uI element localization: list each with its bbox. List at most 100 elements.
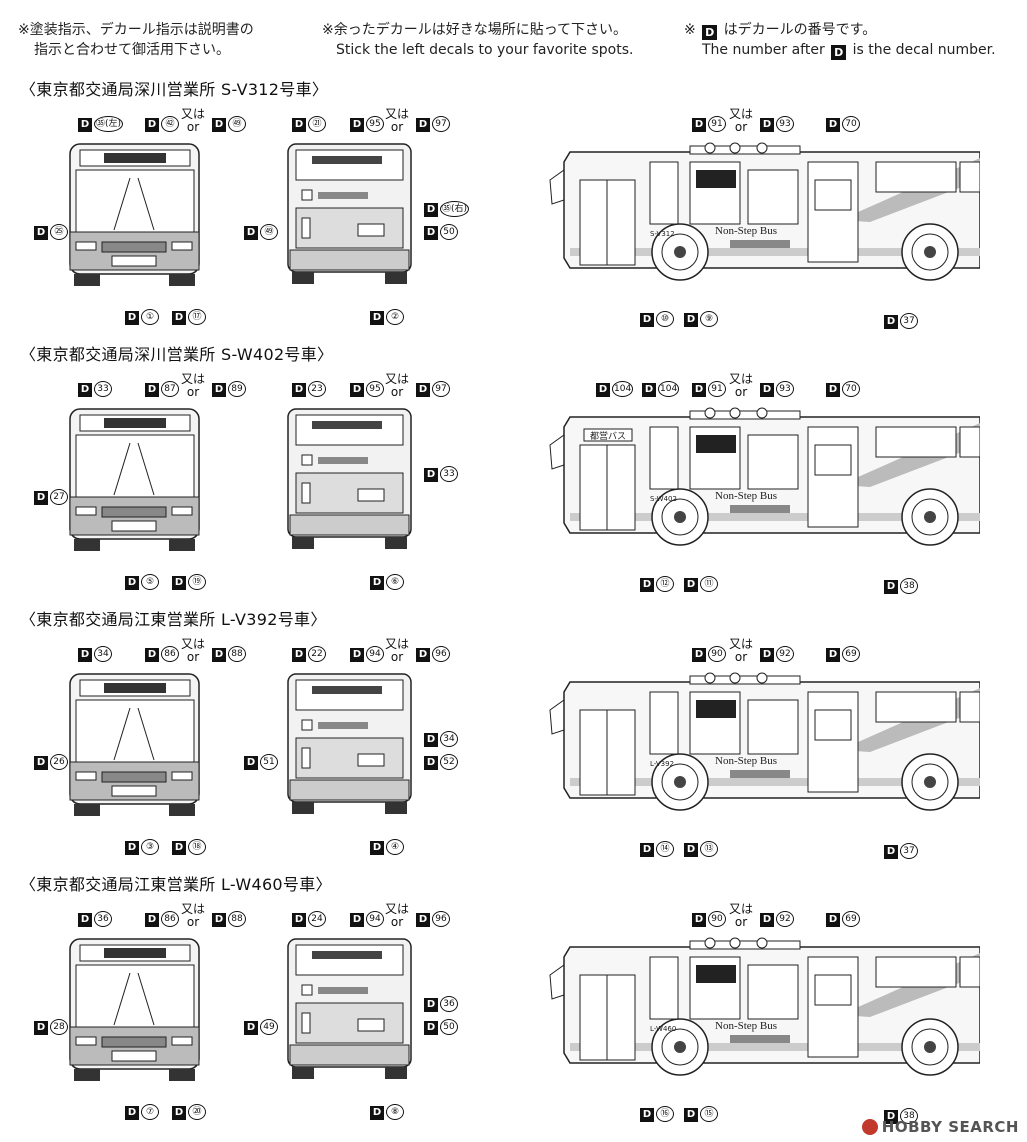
- bus-front-drawing: [69, 938, 200, 1081]
- decal-number: 28: [50, 1019, 68, 1035]
- decal-d-icon: D: [370, 576, 384, 590]
- decal-number: 95: [366, 116, 384, 132]
- decal-number: 86: [161, 646, 179, 662]
- decal-d-icon: D: [145, 913, 159, 927]
- decal-d-icon: D: [684, 1108, 698, 1122]
- decal-d-icon: D: [424, 733, 438, 747]
- decal-d-icon: D: [292, 383, 306, 397]
- decal-d-icon: D: [34, 756, 48, 770]
- decal-d-icon: D: [826, 913, 840, 927]
- decal-number: 91: [708, 116, 726, 132]
- section-title: 〈東京都交通局江東営業所 L-W460号車〉: [20, 875, 332, 894]
- decal-number: ㉟(右): [440, 201, 470, 217]
- decal-d-icon: D: [640, 843, 654, 857]
- decal-number: 37: [900, 843, 918, 859]
- decal-d-icon: D: [172, 841, 186, 855]
- decal-number: ⑬: [700, 841, 718, 857]
- nonstep-bus-text: Non-Step Bus: [715, 755, 777, 767]
- decal-d-icon: D: [760, 648, 774, 662]
- note-leftover-en: Stick the left decals to your favorite s…: [336, 42, 634, 58]
- decal-number: 86: [161, 911, 179, 927]
- decal-number: 51: [260, 754, 278, 770]
- decal-d-icon: D: [125, 1106, 139, 1120]
- bus-front-drawing: [69, 408, 200, 551]
- decal-d-icon: D: [884, 580, 898, 594]
- fleet-number-text: S-W402: [650, 495, 677, 503]
- decal-number: 26: [50, 754, 68, 770]
- decal-number: ⑯: [656, 1106, 674, 1122]
- decal-d-icon: D: [350, 383, 364, 397]
- decal-d-icon: D: [684, 313, 698, 327]
- decal-d-icon: D: [642, 383, 656, 397]
- decal-d-icon: D: [172, 1106, 186, 1120]
- decal-number: 36: [440, 996, 458, 1012]
- decal-d-icon: D: [760, 913, 774, 927]
- decal-d-icon: D: [416, 648, 430, 662]
- section-title: 〈東京都交通局深川営業所 S-V312号車〉: [20, 80, 329, 99]
- decal-number: ⑩: [656, 311, 674, 327]
- decal-d-icon: D: [212, 913, 226, 927]
- decal-number: ⑨: [700, 311, 718, 327]
- decal-number: ㉕: [50, 224, 68, 240]
- decal-d-icon: D: [292, 913, 306, 927]
- decal-number: 88: [228, 646, 246, 662]
- bus-front-drawing: [69, 143, 200, 286]
- decal-d-icon: D: [125, 841, 139, 855]
- decal-d-icon: D: [292, 118, 306, 132]
- decal-d-icon: D: [145, 118, 159, 132]
- decal-number: ⑧: [386, 1104, 404, 1120]
- bus-rear-drawing: [287, 938, 412, 1079]
- decal-number: 96: [432, 646, 450, 662]
- decal-d-icon: D: [244, 226, 258, 240]
- decal-d-icon: D: [424, 998, 438, 1012]
- decal-d-icon: D: [692, 118, 706, 132]
- decal-d-icon: D: [826, 648, 840, 662]
- decal-number: ⑰: [188, 309, 206, 325]
- decal-d-icon: D: [424, 756, 438, 770]
- note-usage-line1: ※塗装指示、デカール指示は説明書の: [18, 22, 254, 38]
- decal-d-icon: D: [424, 468, 438, 482]
- note-leftover-jp: ※余ったデカールは好きな場所に貼って下さい。: [322, 22, 628, 38]
- decal-number: 90: [708, 646, 726, 662]
- decal-d-icon: D: [78, 648, 92, 662]
- note-decal-jp: はデカールの番号です。: [723, 22, 877, 38]
- decal-number: 37: [900, 313, 918, 329]
- nonstep-bus-text: Non-Step Bus: [715, 1020, 777, 1032]
- fleet-number-text: S-V312: [650, 230, 675, 238]
- decal-number: ⑪: [700, 576, 718, 592]
- bus-rear-drawing: [287, 143, 412, 284]
- decal-number: 33: [440, 466, 458, 482]
